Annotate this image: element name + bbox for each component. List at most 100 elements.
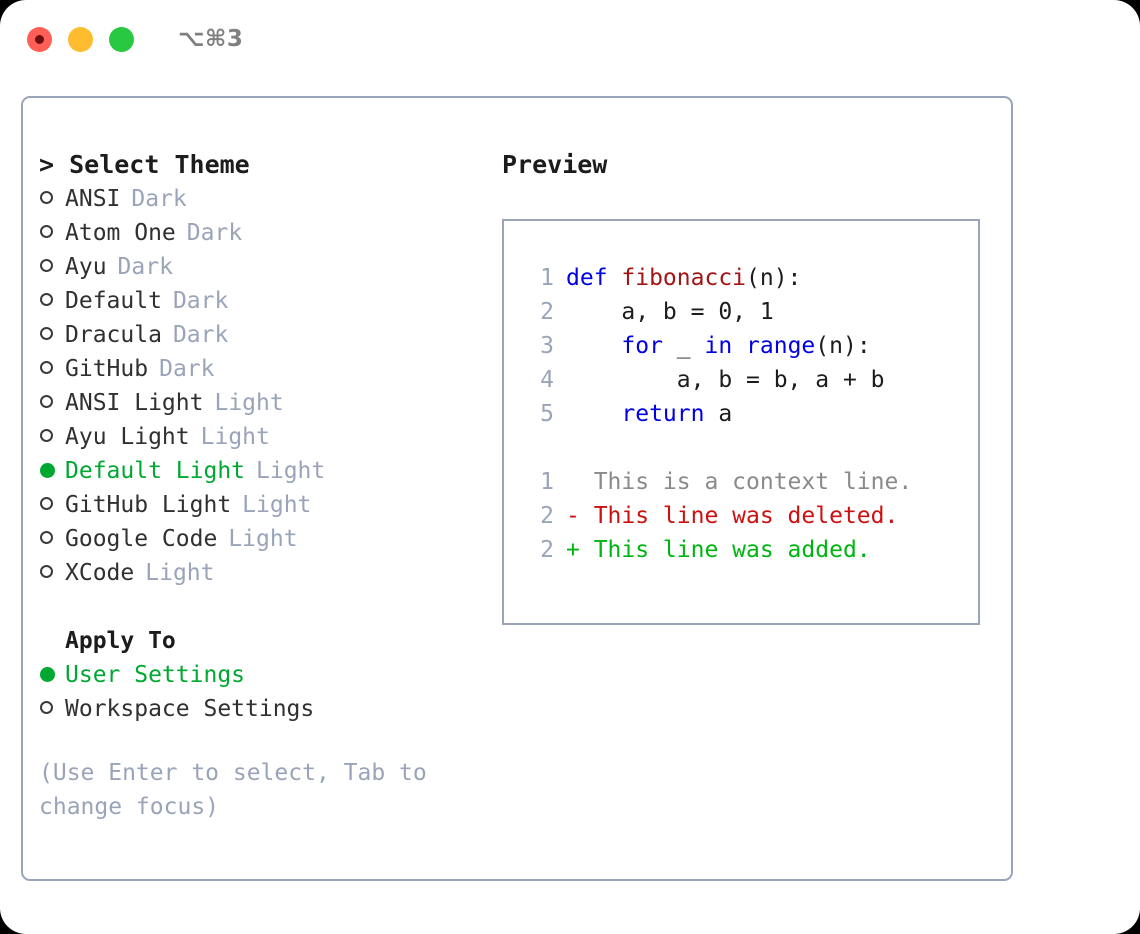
preview-heading: Preview (502, 150, 608, 179)
code-diff-spacer (518, 431, 978, 465)
code-text: return a (566, 397, 732, 431)
radio-mark (40, 327, 53, 340)
select-theme-heading: > Select Theme (39, 150, 250, 179)
radio-mark (40, 565, 53, 578)
apply-to-label: User Settings (65, 662, 246, 688)
theme-list-item[interactable]: GitHub Light Light (39, 488, 479, 522)
apply-to-option[interactable]: User Settings (39, 658, 479, 692)
code-token: _ (662, 333, 705, 359)
window-maximize-button[interactable] (109, 26, 134, 52)
code-token (732, 333, 746, 359)
radio-mark (40, 531, 53, 544)
radio-mark (40, 191, 53, 204)
code-line: 2 a, b = 0, 1 (518, 295, 978, 329)
theme-variant-tag: Light (242, 492, 312, 518)
theme-variant-tag: Light (145, 560, 215, 586)
theme-variant-tag: Light (228, 526, 298, 552)
theme-list-item[interactable]: ANSI Light Light (39, 386, 479, 420)
radio-mark (40, 667, 55, 682)
theme-list-item[interactable]: Google Code Light (39, 522, 479, 556)
code-line: 4 a, b = b, a + b (518, 363, 978, 397)
theme-name-label: GitHub (65, 356, 149, 382)
diff-text: - This line was deleted. (566, 503, 899, 529)
diff-text: This is a context line. (566, 469, 913, 495)
apply-to-label: Workspace Settings (65, 696, 315, 722)
diff-line: 1 This is a context line. (518, 465, 978, 499)
code-token: range (746, 333, 816, 359)
theme-name-label: Atom One (65, 220, 176, 246)
line-number: 2 (540, 299, 554, 325)
theme-variant-tag: Light (200, 424, 270, 450)
theme-name-label: GitHub Light (65, 492, 232, 518)
theme-list-item[interactable]: Ayu Dark (39, 250, 479, 284)
theme-variant-tag: Dark (186, 220, 243, 246)
list-spacer (39, 590, 479, 624)
keyboard-shortcut-label: ⌥⌘3 (178, 26, 244, 52)
theme-name-label: Default (65, 288, 162, 314)
code-token: return (621, 401, 705, 427)
theme-list-item[interactable]: Ayu Light Light (39, 420, 479, 454)
theme-variant-tag: Dark (131, 186, 187, 212)
code-line: 3 for _ in range(n): (518, 329, 978, 363)
keyboard-hint-text: (Use Enter to select, Tab to change focu… (39, 760, 427, 820)
theme-variant-tag: Light (214, 390, 284, 416)
code-line: 5 return a (518, 397, 978, 431)
theme-list-item[interactable]: Atom One Dark (39, 216, 479, 250)
theme-variant-tag: Dark (172, 288, 229, 314)
code-token: a, b = 0, 1 (566, 299, 774, 325)
theme-name-label: Default Light (65, 458, 246, 484)
recording-indicator-icon (35, 34, 44, 44)
theme-variant-tag: Dark (117, 254, 173, 280)
theme-list-item[interactable]: GitHub Dark (39, 352, 479, 386)
radio-mark (40, 225, 53, 238)
window-close-button[interactable] (27, 26, 52, 52)
code-text: def fibonacci(n): (566, 261, 801, 295)
theme-name-label: Google Code (65, 526, 218, 552)
radio-mark (40, 361, 53, 374)
radio-mark (40, 259, 53, 272)
theme-list-item[interactable]: XCode Light (39, 556, 479, 590)
apply-to-option[interactable]: Workspace Settings (39, 692, 479, 726)
radio-mark (40, 497, 53, 510)
code-token: def (566, 265, 622, 291)
theme-name-label: Ayu (65, 254, 107, 280)
radio-mark (40, 293, 53, 306)
code-token (566, 401, 621, 427)
apply-to-heading: Apply To (65, 628, 176, 654)
title-bar: ⌥⌘3 (0, 0, 1140, 78)
theme-variant-tag: Dark (159, 356, 215, 382)
theme-name-label: XCode (65, 560, 135, 586)
code-token: a (704, 401, 733, 427)
theme-list-item[interactable]: Default Dark (39, 284, 479, 318)
code-token: a, b = b, a + b (566, 367, 885, 393)
line-number: 2 (540, 537, 554, 563)
radio-mark (40, 701, 53, 714)
theme-name-label: Ayu Light (65, 424, 190, 450)
line-number: 5 (540, 401, 554, 427)
radio-mark (40, 395, 53, 408)
theme-variant-tag: Dark (172, 322, 229, 348)
radio-mark (40, 429, 53, 442)
window-minimize-button[interactable] (68, 26, 93, 52)
code-text: for _ in range(n): (566, 329, 870, 363)
code-token: (n): (746, 265, 802, 291)
diff-line: 2+ This line was added. (518, 533, 978, 567)
code-token: fibonacci (621, 265, 747, 291)
theme-list-item[interactable]: ANSI Dark (39, 182, 479, 216)
theme-name-label: ANSI (65, 186, 121, 212)
theme-name-label: ANSI Light (65, 390, 204, 416)
diff-line: 2- This line was deleted. (518, 499, 978, 533)
code-token (566, 333, 621, 359)
line-number: 3 (540, 333, 554, 359)
